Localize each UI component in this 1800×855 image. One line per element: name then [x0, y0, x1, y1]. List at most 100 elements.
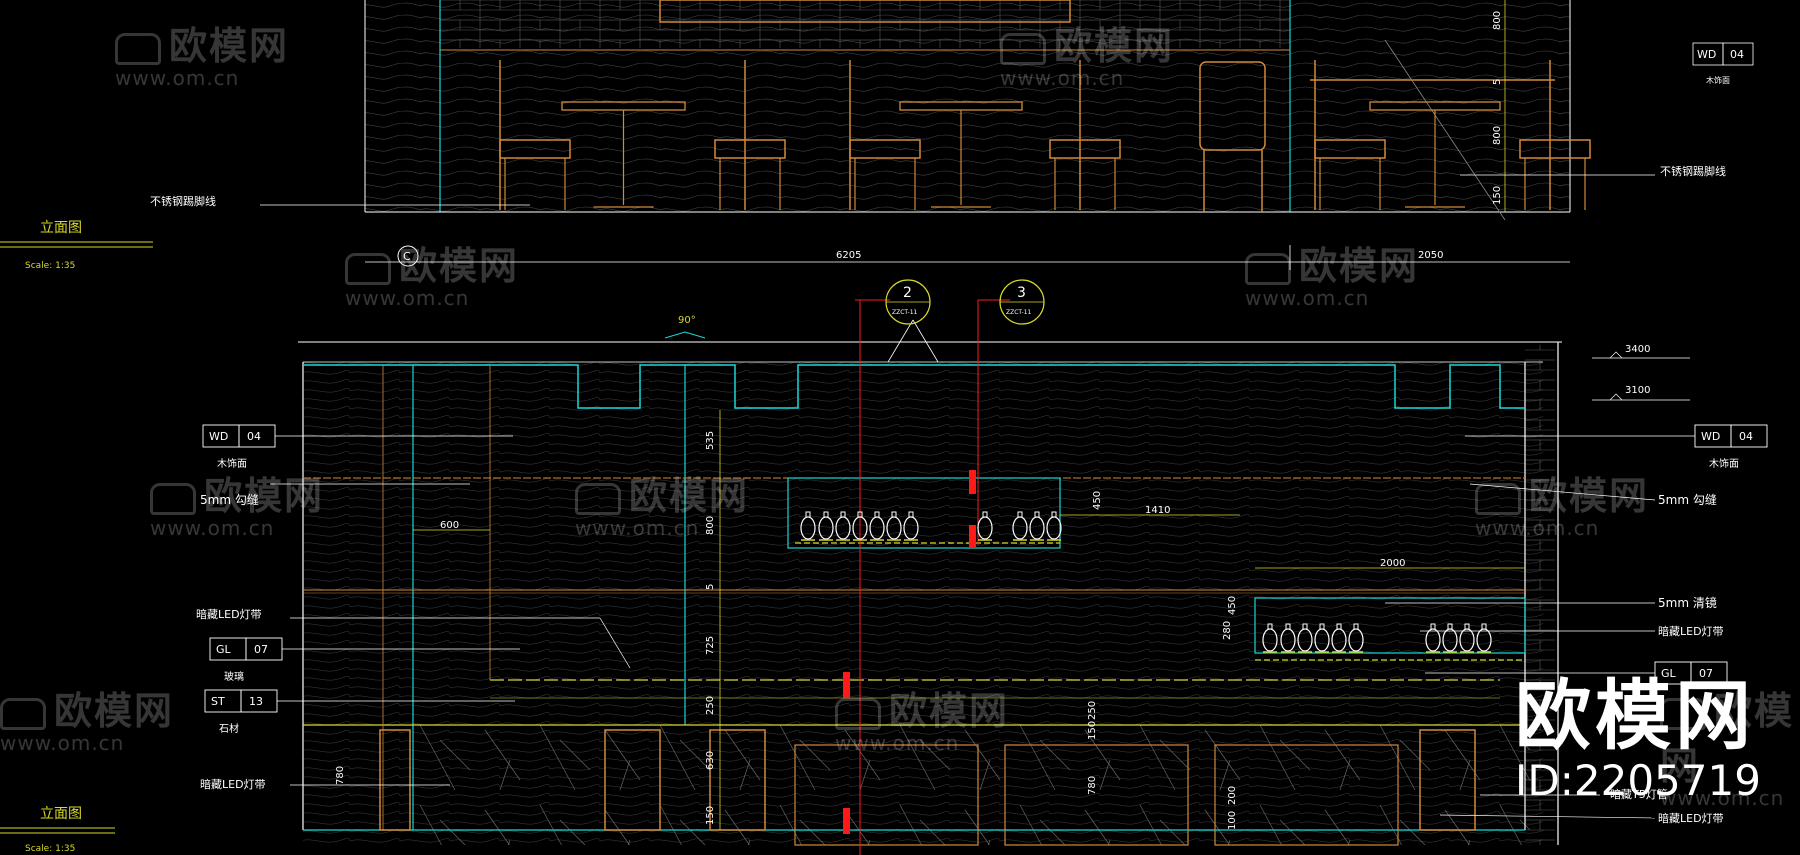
callout-2-sheet: ZZCT-11	[892, 309, 918, 316]
lower-elevation	[298, 299, 1562, 855]
upper-furniture	[499, 60, 1591, 210]
watermark-sofa-icon	[345, 252, 391, 285]
watermark-brand: 欧模网	[629, 474, 750, 518]
watermark-brand: 欧模网	[169, 24, 290, 68]
lower-title-block: 立面图 Scale: 1:35	[0, 806, 115, 854]
upper-elevation	[364, 0, 1571, 221]
callout-3-sheet: ZZCT-11	[1006, 309, 1032, 316]
dim-h3: 800	[1492, 126, 1503, 145]
dim-h2: 5	[1492, 79, 1503, 85]
chair	[714, 60, 786, 210]
watermark-sofa-icon	[150, 482, 196, 515]
bar-table	[561, 101, 686, 208]
dim-base: 150	[1492, 186, 1503, 205]
tag-code: ST	[211, 695, 225, 708]
lower-view-scale: Scale: 1:35	[25, 844, 75, 854]
upper-leaders: 不锈钢踢脚线 不锈钢踢脚线 WD 04 木饰面	[150, 42, 1754, 208]
watermark-sofa-icon	[1475, 482, 1521, 515]
dim-v-4: 250	[705, 696, 716, 715]
lower-callouts: 2 ZZCT-11 3 ZZCT-11 90°	[664, 279, 1045, 339]
watermark-site: www.om.cn	[575, 516, 700, 540]
dim-h-1410: 1410	[1145, 505, 1170, 516]
dim-v-14: 780	[335, 766, 346, 785]
bottle	[1331, 623, 1347, 653]
chair	[1519, 60, 1591, 210]
dim-v-12: 200	[1227, 786, 1238, 805]
tag-name: 木饰面	[217, 457, 247, 470]
chair	[849, 60, 921, 210]
lower-vertical-dims: 5358005725250630150450280250150780200100…	[335, 410, 1238, 830]
note-t5-right: 暗藏T5灯管	[1610, 787, 1668, 801]
dim-v-5: 630	[705, 751, 716, 770]
bottle	[1012, 511, 1028, 541]
lower-levels: 3400 3100	[1592, 344, 1690, 401]
bottle	[1297, 623, 1313, 653]
bottle	[1262, 623, 1278, 653]
angle-label: 90°	[678, 315, 696, 326]
tag-name: 玻璃	[224, 670, 244, 683]
dim-v-13: 100	[1227, 811, 1238, 830]
bottle	[977, 511, 993, 541]
watermark-brand: 欧模网	[1660, 689, 1795, 788]
bottle	[903, 511, 919, 541]
bottle	[1348, 623, 1364, 653]
bar-table	[899, 101, 1023, 208]
watermark-site: www.om.cn	[1660, 786, 1785, 810]
watermark-site: www.om.cn	[150, 516, 275, 540]
dim-v-6: 150	[705, 806, 716, 825]
watermark-sofa-icon	[1660, 697, 1706, 730]
level-3400: 3400	[1625, 344, 1650, 355]
dim-h1: 800	[1492, 11, 1503, 30]
note-led-right-1: 暗藏LED灯带	[1658, 624, 1724, 638]
label-skirting-left: 不锈钢踢脚线	[150, 194, 216, 208]
bottle	[1029, 511, 1045, 541]
label-skirting-right: 不锈钢踢脚线	[1660, 164, 1726, 178]
bottle	[800, 511, 816, 541]
callout-3-num: 3	[1017, 285, 1026, 301]
watermark-brand: 欧模网	[889, 689, 1010, 733]
lower-horizontal-dims: 600 1410 2000	[413, 505, 1525, 569]
tag-num: 07	[1699, 667, 1713, 680]
watermark-sofa-icon	[1000, 32, 1046, 65]
watermark-site: www.om.cn	[0, 731, 125, 755]
bottle	[869, 511, 885, 541]
dim-h-600: 600	[440, 520, 459, 531]
tag-name: 木饰面	[1709, 457, 1739, 470]
bottle	[852, 511, 868, 541]
watermark-site: www.om.cn	[115, 66, 240, 90]
watermark-sofa-icon	[0, 697, 46, 730]
dim-v-9: 250	[1087, 701, 1098, 720]
watermark-sofa-icon	[575, 482, 621, 515]
note-gap-right: 5mm 勾缝	[1658, 492, 1717, 507]
lower-view-title: 立面图	[40, 806, 82, 822]
brand-logo: 欧模网 ID:2205719	[1515, 676, 1785, 806]
tag-code: GL	[216, 643, 232, 656]
watermark-sofa-icon	[835, 697, 881, 730]
lower-notes: 5mm 勾缝 5mm 勾缝 暗藏LED灯带 暗藏LED灯带 5mm 清镜 暗藏L…	[196, 483, 1724, 825]
dim-v-7: 450	[1092, 491, 1103, 510]
note-led-left-1: 暗藏LED灯带	[196, 607, 262, 621]
watermark-site: www.om.cn	[835, 731, 960, 755]
watermark-sofa-icon	[115, 32, 161, 65]
watermark-brand: 欧模网	[399, 244, 520, 288]
dim-v-1: 800	[705, 516, 716, 535]
watermark-brand: 欧模网	[204, 474, 325, 518]
bottle	[1314, 623, 1330, 653]
upper-view-scale: Scale: 1:35	[25, 261, 75, 271]
bottle	[1476, 623, 1492, 653]
note-led-left-2: 暗藏LED灯带	[200, 777, 266, 791]
bottle	[1442, 623, 1458, 653]
dim-v-10: 150	[1087, 721, 1098, 740]
note-gap-left: 5mm 勾缝	[200, 492, 259, 507]
